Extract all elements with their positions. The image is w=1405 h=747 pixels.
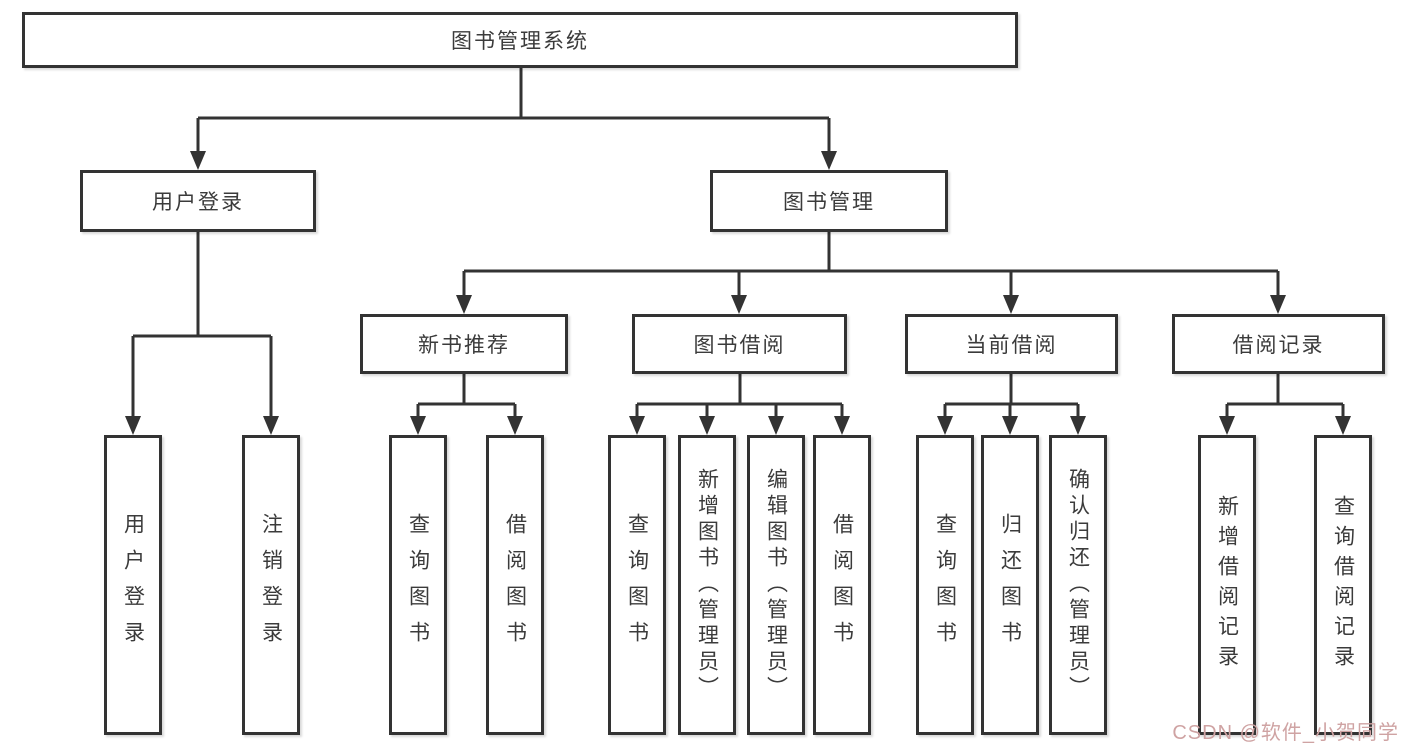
leaf-user-login: 用户登录 bbox=[104, 435, 162, 735]
leaf-borrow-books-2: 借阅图书 bbox=[813, 435, 871, 735]
leaf-label: 借阅图书 bbox=[830, 513, 854, 657]
leaf-query-books-2: 查询图书 bbox=[608, 435, 666, 735]
leaf-edit-books-admin: 编辑图书（管理员） bbox=[747, 435, 805, 735]
leaf-label: 新增图书（管理员） bbox=[695, 468, 719, 702]
leaf-label: 归还图书 bbox=[998, 513, 1022, 657]
leaf-logout: 注销登录 bbox=[242, 435, 300, 735]
leaf-borrow-books-1: 借阅图书 bbox=[486, 435, 544, 735]
leaf-label: 新增借阅记录 bbox=[1215, 495, 1239, 675]
node-root: 图书管理系统 bbox=[22, 12, 1018, 68]
leaf-add-borrow-record: 新增借阅记录 bbox=[1198, 435, 1256, 735]
leaf-label: 查询图书 bbox=[406, 513, 430, 657]
leaf-label: 确认归还（管理员） bbox=[1066, 468, 1090, 702]
node-book-management: 图书管理 bbox=[710, 170, 948, 232]
leaf-add-books-admin: 新增图书（管理员） bbox=[678, 435, 736, 735]
csdn-watermark: CSDN @软件_小贺同学 bbox=[1172, 722, 1399, 744]
leaf-return-books: 归还图书 bbox=[981, 435, 1039, 735]
node-borrow-records: 借阅记录 bbox=[1172, 314, 1385, 374]
leaf-label: 查询图书 bbox=[625, 513, 649, 657]
leaf-query-borrow-record: 查询借阅记录 bbox=[1314, 435, 1372, 735]
leaf-confirm-return-admin: 确认归还（管理员） bbox=[1049, 435, 1107, 735]
leaf-label: 查询图书 bbox=[933, 513, 957, 657]
leaf-label: 借阅图书 bbox=[503, 513, 527, 657]
leaf-label: 用户登录 bbox=[121, 513, 145, 657]
node-current-borrow: 当前借阅 bbox=[905, 314, 1118, 374]
leaf-label: 注销登录 bbox=[259, 513, 283, 657]
leaf-label: 编辑图书（管理员） bbox=[764, 468, 788, 702]
node-new-book-recommend: 新书推荐 bbox=[360, 314, 568, 374]
leaf-query-books-3: 查询图书 bbox=[916, 435, 974, 735]
node-book-borrow: 图书借阅 bbox=[632, 314, 847, 374]
node-user-login: 用户登录 bbox=[80, 170, 316, 232]
leaf-label: 查询借阅记录 bbox=[1331, 495, 1355, 675]
leaf-query-books-1: 查询图书 bbox=[389, 435, 447, 735]
